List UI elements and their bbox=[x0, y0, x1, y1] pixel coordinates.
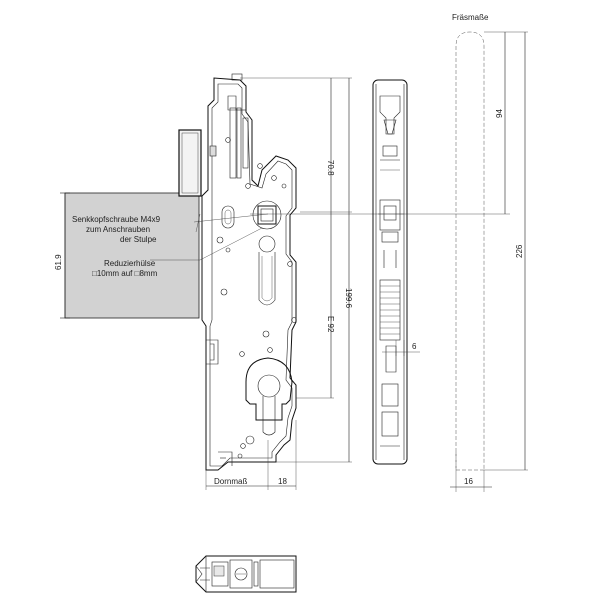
callout-sleeve-line1: Reduzierhülse bbox=[104, 259, 156, 268]
dim-e92: E 92 bbox=[326, 316, 335, 333]
latch-bolt-area bbox=[64, 192, 200, 319]
callout-sleeve-line2: □10mm auf □8mm bbox=[92, 269, 158, 278]
milling-outline bbox=[455, 31, 485, 470]
dim-94: 94 bbox=[495, 109, 504, 118]
dim-18: 18 bbox=[278, 477, 287, 486]
bolt-block bbox=[178, 129, 202, 197]
callout-screw-line2: zum Anschrauben bbox=[86, 225, 150, 234]
lock-bottom-view bbox=[195, 555, 297, 593]
dim-6: 6 bbox=[412, 342, 417, 351]
front-dimensions: 61.9 70.8 E 92 199.6 Dornmaß 18 bbox=[54, 77, 353, 490]
faceplate-outline bbox=[372, 79, 408, 465]
lock-case-outline bbox=[201, 77, 297, 471]
lock-side-view: 6 bbox=[372, 79, 420, 465]
callout-screw-line1: Senkkopfschraube M4x9 bbox=[72, 215, 161, 224]
dim-dornmass: Dornmaß bbox=[214, 477, 247, 486]
lock-front-view bbox=[64, 73, 420, 471]
dim-16: 16 bbox=[464, 477, 473, 486]
callouts: Senkkopfschraube M4x9 zum Anschrauben de… bbox=[72, 213, 269, 278]
dim-70-8: 70.8 bbox=[326, 160, 335, 176]
milling-title: Fräsmaße bbox=[452, 13, 489, 22]
callout-screw-line3: der Stulpe bbox=[120, 235, 157, 244]
milling-view: Fräsmaße 94 226 16 bbox=[420, 13, 528, 492]
dim-61-9: 61.9 bbox=[54, 254, 63, 270]
dim-226: 226 bbox=[515, 244, 524, 258]
dim-199-6: 199.6 bbox=[344, 288, 353, 309]
